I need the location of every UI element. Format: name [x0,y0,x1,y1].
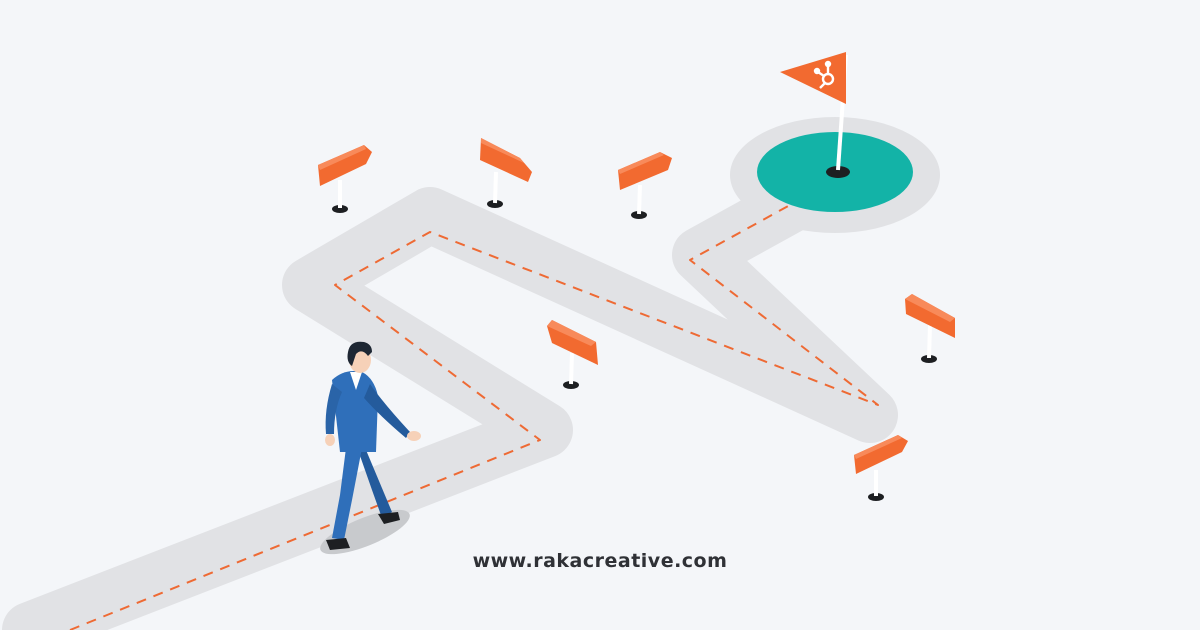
website-url[interactable]: www.rakacreative.com [472,550,728,572]
goal-area [757,132,913,212]
hair [347,341,372,366]
goal-hole [826,166,850,178]
hand [407,431,421,441]
goal-flag [780,52,848,171]
shirt-collar [350,372,362,390]
walking-businessman [320,341,421,555]
signpost-3 [618,152,672,219]
route-dashed-line [69,204,879,630]
front-shoe [326,538,350,550]
signpost-1 [318,145,372,213]
signpost-4 [547,320,598,389]
back-shoe [378,512,400,524]
hubspot-sprocket-icon [813,60,835,89]
signpost-5 [905,294,955,363]
signpost-6 [854,435,908,501]
hand [325,434,335,446]
signpost-2 [480,138,532,208]
